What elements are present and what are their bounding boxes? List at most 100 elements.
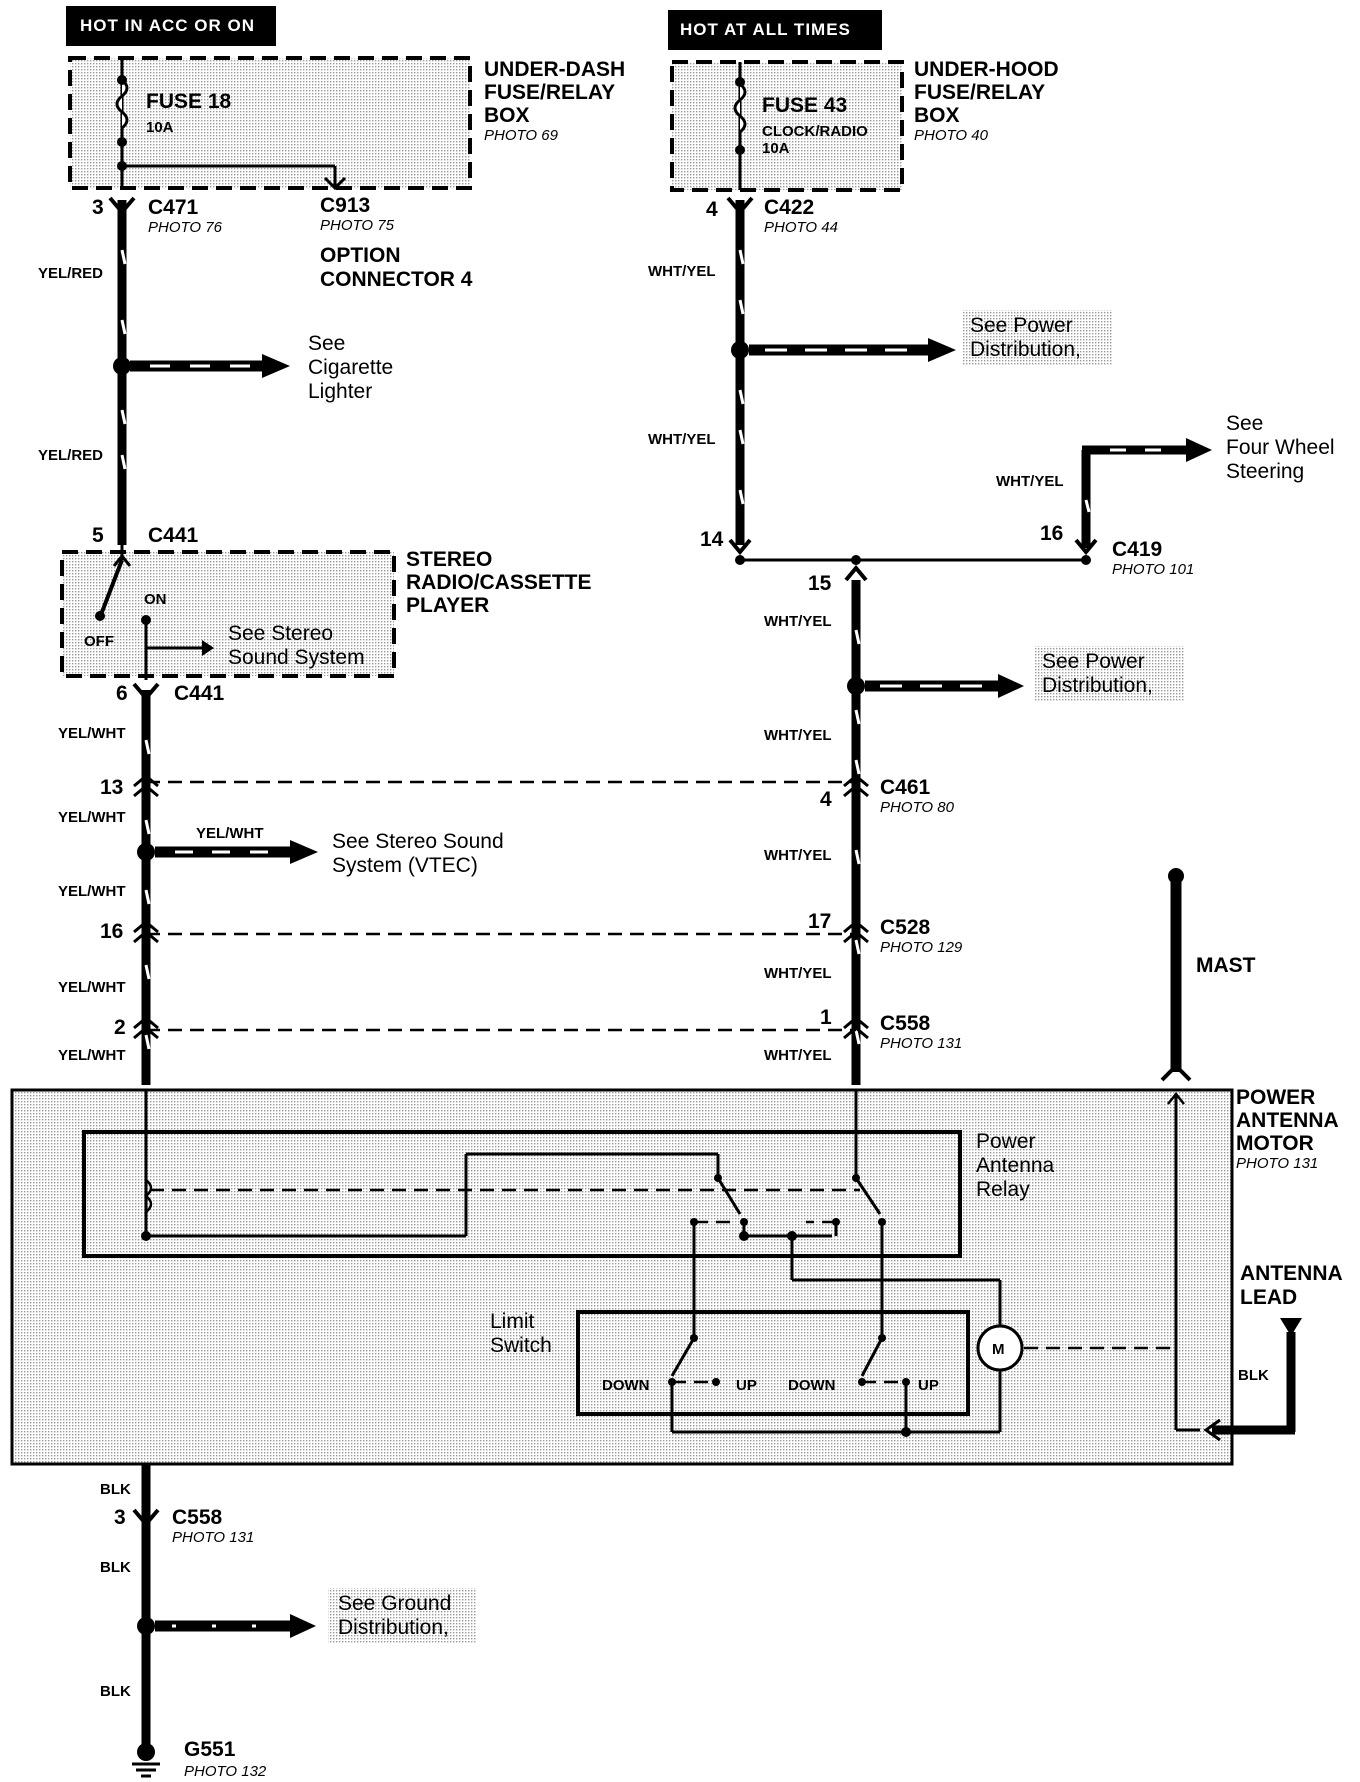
wire-label-wht-yel-1: WHT/YEL bbox=[648, 263, 716, 280]
svg-text:C422: C422 bbox=[764, 196, 814, 219]
svg-text:PLAYER: PLAYER bbox=[406, 594, 489, 617]
power-distribution-branch-2: See Power Distribution, bbox=[847, 646, 1184, 702]
ground-distribution-branch: See Ground Distribution, bbox=[137, 1588, 476, 1644]
antenna-lead: ANTENNA LEAD BLK bbox=[1203, 1262, 1343, 1442]
svg-text:HOT AT ALL TIMES: HOT AT ALL TIMES bbox=[680, 20, 851, 39]
wire-label-yel-red-2: YEL/RED bbox=[38, 447, 103, 464]
svg-text:Steering: Steering bbox=[1226, 460, 1304, 483]
svg-text:PHOTO 75: PHOTO 75 bbox=[320, 217, 395, 234]
wire-label-yel-wht-2: YEL/WHT bbox=[58, 809, 126, 826]
svg-text:RADIO/CASSETTE: RADIO/CASSETTE bbox=[406, 571, 592, 594]
svg-text:C471: C471 bbox=[148, 196, 199, 219]
stereo-vtec-branch: YEL/WHT See Stereo Sound System (VTEC) bbox=[137, 825, 504, 877]
svg-text:M: M bbox=[992, 1341, 1005, 1358]
c913-connector: C913 PHOTO 75 OPTION CONNECTOR 4 bbox=[320, 194, 473, 291]
svg-text:BOX: BOX bbox=[484, 104, 530, 127]
svg-text:UP: UP bbox=[918, 1377, 939, 1394]
svg-text:Cigarette: Cigarette bbox=[308, 356, 393, 379]
svg-text:C558: C558 bbox=[172, 1506, 223, 1529]
svg-text:See Power: See Power bbox=[970, 314, 1073, 337]
svg-text:See Stereo Sound: See Stereo Sound bbox=[332, 830, 504, 853]
svg-text:Power: Power bbox=[976, 1130, 1036, 1153]
four-wheel-steering-branch: WHT/YEL See Four Wheel Steering bbox=[996, 412, 1335, 548]
svg-text:Sound System: Sound System bbox=[228, 646, 365, 669]
svg-text:C461: C461 bbox=[880, 776, 931, 799]
svg-text:DOWN: DOWN bbox=[602, 1377, 650, 1394]
svg-text:6: 6 bbox=[116, 682, 128, 705]
svg-text:UP: UP bbox=[736, 1377, 757, 1394]
svg-text:5: 5 bbox=[92, 524, 104, 547]
limit-switch: Limit Switch DOWN UP DOWN UP bbox=[490, 1222, 1002, 1437]
svg-text:17: 17 bbox=[808, 910, 831, 933]
svg-text:PHOTO 131: PHOTO 131 bbox=[880, 1035, 962, 1052]
svg-text:BLK: BLK bbox=[1238, 1367, 1269, 1384]
svg-text:CONNECTOR 4: CONNECTOR 4 bbox=[320, 268, 473, 291]
svg-text:Distribution,: Distribution, bbox=[1042, 674, 1153, 697]
antenna-motor: M bbox=[976, 1091, 1200, 1432]
svg-text:16: 16 bbox=[100, 920, 123, 943]
power-antenna-relay: Power Antenna Relay bbox=[82, 1090, 1055, 1258]
svg-text:2: 2 bbox=[114, 1016, 126, 1039]
svg-text:YEL/WHT: YEL/WHT bbox=[196, 825, 264, 842]
svg-text:15: 15 bbox=[808, 572, 832, 595]
svg-text:See: See bbox=[308, 332, 345, 355]
svg-text:PHOTO 101: PHOTO 101 bbox=[1112, 561, 1194, 578]
svg-text:FUSE 43: FUSE 43 bbox=[762, 94, 847, 117]
svg-text:System (VTEC): System (VTEC) bbox=[332, 854, 478, 877]
svg-text:C913: C913 bbox=[320, 194, 370, 217]
svg-text:MAST: MAST bbox=[1196, 954, 1256, 977]
svg-text:PHOTO 132: PHOTO 132 bbox=[184, 1763, 267, 1780]
power-antenna-motor-box: POWER ANTENNA MOTOR PHOTO 131 bbox=[10, 1086, 1339, 1466]
wire-label-yel-wht-4: YEL/WHT bbox=[58, 979, 126, 996]
svg-text:OFF: OFF bbox=[84, 633, 114, 650]
svg-text:UNDER-DASH: UNDER-DASH bbox=[484, 58, 625, 81]
svg-text:UNDER-HOOD: UNDER-HOOD bbox=[914, 58, 1059, 81]
svg-text:PHOTO 69: PHOTO 69 bbox=[484, 127, 559, 144]
svg-text:PHOTO 44: PHOTO 44 bbox=[764, 219, 838, 236]
wire-label-yel-wht-3: YEL/WHT bbox=[58, 883, 126, 900]
wire-label-blk-2: BLK bbox=[100, 1559, 131, 1576]
svg-text:Relay: Relay bbox=[976, 1178, 1030, 1201]
wire-label-wht-yel-4: WHT/YEL bbox=[764, 727, 832, 744]
wire-label-wht-yel-5: WHT/YEL bbox=[764, 847, 832, 864]
under-dash-fuse-box: FUSE 18 10A UNDER-DASH FUSE/RELAY BOX PH… bbox=[68, 56, 625, 191]
c422-connector: 4 C422 PHOTO 44 bbox=[706, 196, 838, 236]
hot-acc-header: HOT IN ACC OR ON bbox=[66, 6, 276, 46]
svg-text:Switch: Switch bbox=[490, 1334, 552, 1357]
svg-text:ANTENNA: ANTENNA bbox=[1240, 1262, 1343, 1285]
c419-connector: 14 16 15 C419 PHOTO 101 bbox=[700, 522, 1194, 595]
svg-text:3: 3 bbox=[92, 196, 104, 219]
svg-text:4: 4 bbox=[706, 198, 718, 221]
svg-text:See Ground: See Ground bbox=[338, 1592, 451, 1615]
c558-top-connector: 2 1 C558 PHOTO 131 bbox=[114, 1006, 962, 1052]
hot-always-header: HOT AT ALL TIMES bbox=[668, 10, 882, 50]
svg-text:FUSE/RELAY: FUSE/RELAY bbox=[914, 81, 1045, 104]
svg-text:LEAD: LEAD bbox=[1240, 1286, 1297, 1309]
wire-label-blk-3: BLK bbox=[100, 1683, 131, 1700]
svg-text:Distribution,: Distribution, bbox=[970, 338, 1081, 361]
svg-text:ON: ON bbox=[144, 591, 167, 608]
wire-label-yel-wht-1: YEL/WHT bbox=[58, 725, 126, 742]
c461-connector: 13 4 C461 PHOTO 80 bbox=[100, 774, 955, 816]
c471-connector: 3 C471 PHOTO 76 bbox=[92, 196, 223, 236]
g551-ground: G551 PHOTO 132 bbox=[132, 1738, 267, 1780]
wht-yel-wire-upper bbox=[735, 200, 745, 545]
svg-text:PHOTO 131: PHOTO 131 bbox=[1236, 1155, 1318, 1172]
svg-text:MOTOR: MOTOR bbox=[1236, 1132, 1314, 1155]
wire-label-blk-1: BLK bbox=[100, 1481, 131, 1498]
svg-text:STEREO: STEREO bbox=[406, 548, 492, 571]
wire-label-wht-yel-6: WHT/YEL bbox=[764, 965, 832, 982]
svg-text:Lighter: Lighter bbox=[308, 380, 372, 403]
svg-text:10A: 10A bbox=[146, 119, 174, 136]
svg-text:ANTENNA: ANTENNA bbox=[1236, 1109, 1339, 1132]
svg-text:C528: C528 bbox=[880, 916, 931, 939]
c528-connector: 16 17 C528 PHOTO 129 bbox=[100, 910, 963, 956]
wht-yel-wire-lower bbox=[851, 580, 861, 1085]
svg-text:Distribution,: Distribution, bbox=[338, 1616, 449, 1639]
svg-text:13: 13 bbox=[100, 776, 123, 799]
svg-text:BOX: BOX bbox=[914, 104, 960, 127]
svg-text:See Stereo: See Stereo bbox=[228, 622, 333, 645]
wire-label-yel-red-1: YEL/RED bbox=[38, 265, 103, 282]
svg-text:FUSE/RELAY: FUSE/RELAY bbox=[484, 81, 615, 104]
